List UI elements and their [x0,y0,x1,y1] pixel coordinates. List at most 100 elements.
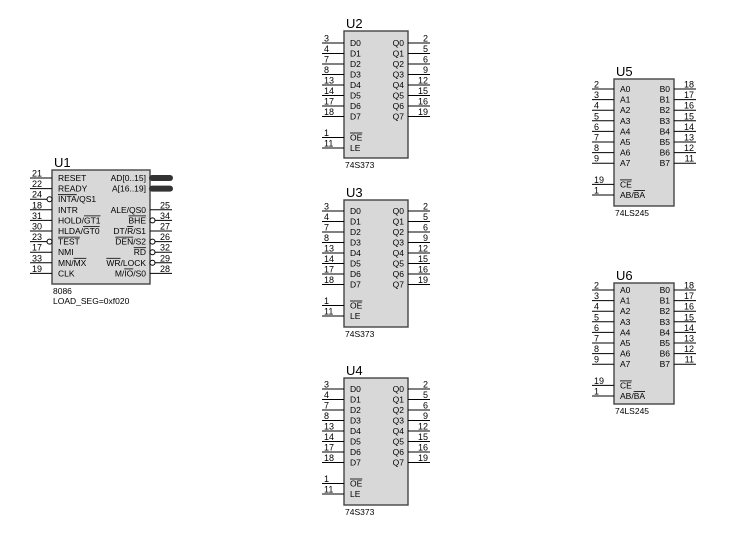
pin-right[interactable]: 5Q1 [393,212,430,227]
bus-pin-right[interactable]: AD[0..15] [111,173,173,183]
pin-right[interactable]: 2Q0 [393,380,430,395]
component-body[interactable] [613,282,675,405]
pin-right[interactable]: 5Q1 [393,44,430,59]
component-body[interactable] [613,78,675,207]
component-body[interactable] [343,30,409,159]
pin-right[interactable]: 6Q2 [393,55,430,70]
component-body[interactable] [343,199,409,328]
component-body[interactable] [51,169,151,285]
pin-right[interactable]: 9Q3 [393,233,430,248]
pin-right[interactable]: 2Q0 [393,202,430,217]
pin-right[interactable]: 6Q2 [393,401,430,416]
pin-right[interactable]: 5Q1 [393,390,430,405]
pin-right[interactable]: 6Q2 [393,223,430,238]
pin-right[interactable]: 2Q0 [393,34,430,49]
pin-right[interactable]: 9Q3 [393,65,430,80]
